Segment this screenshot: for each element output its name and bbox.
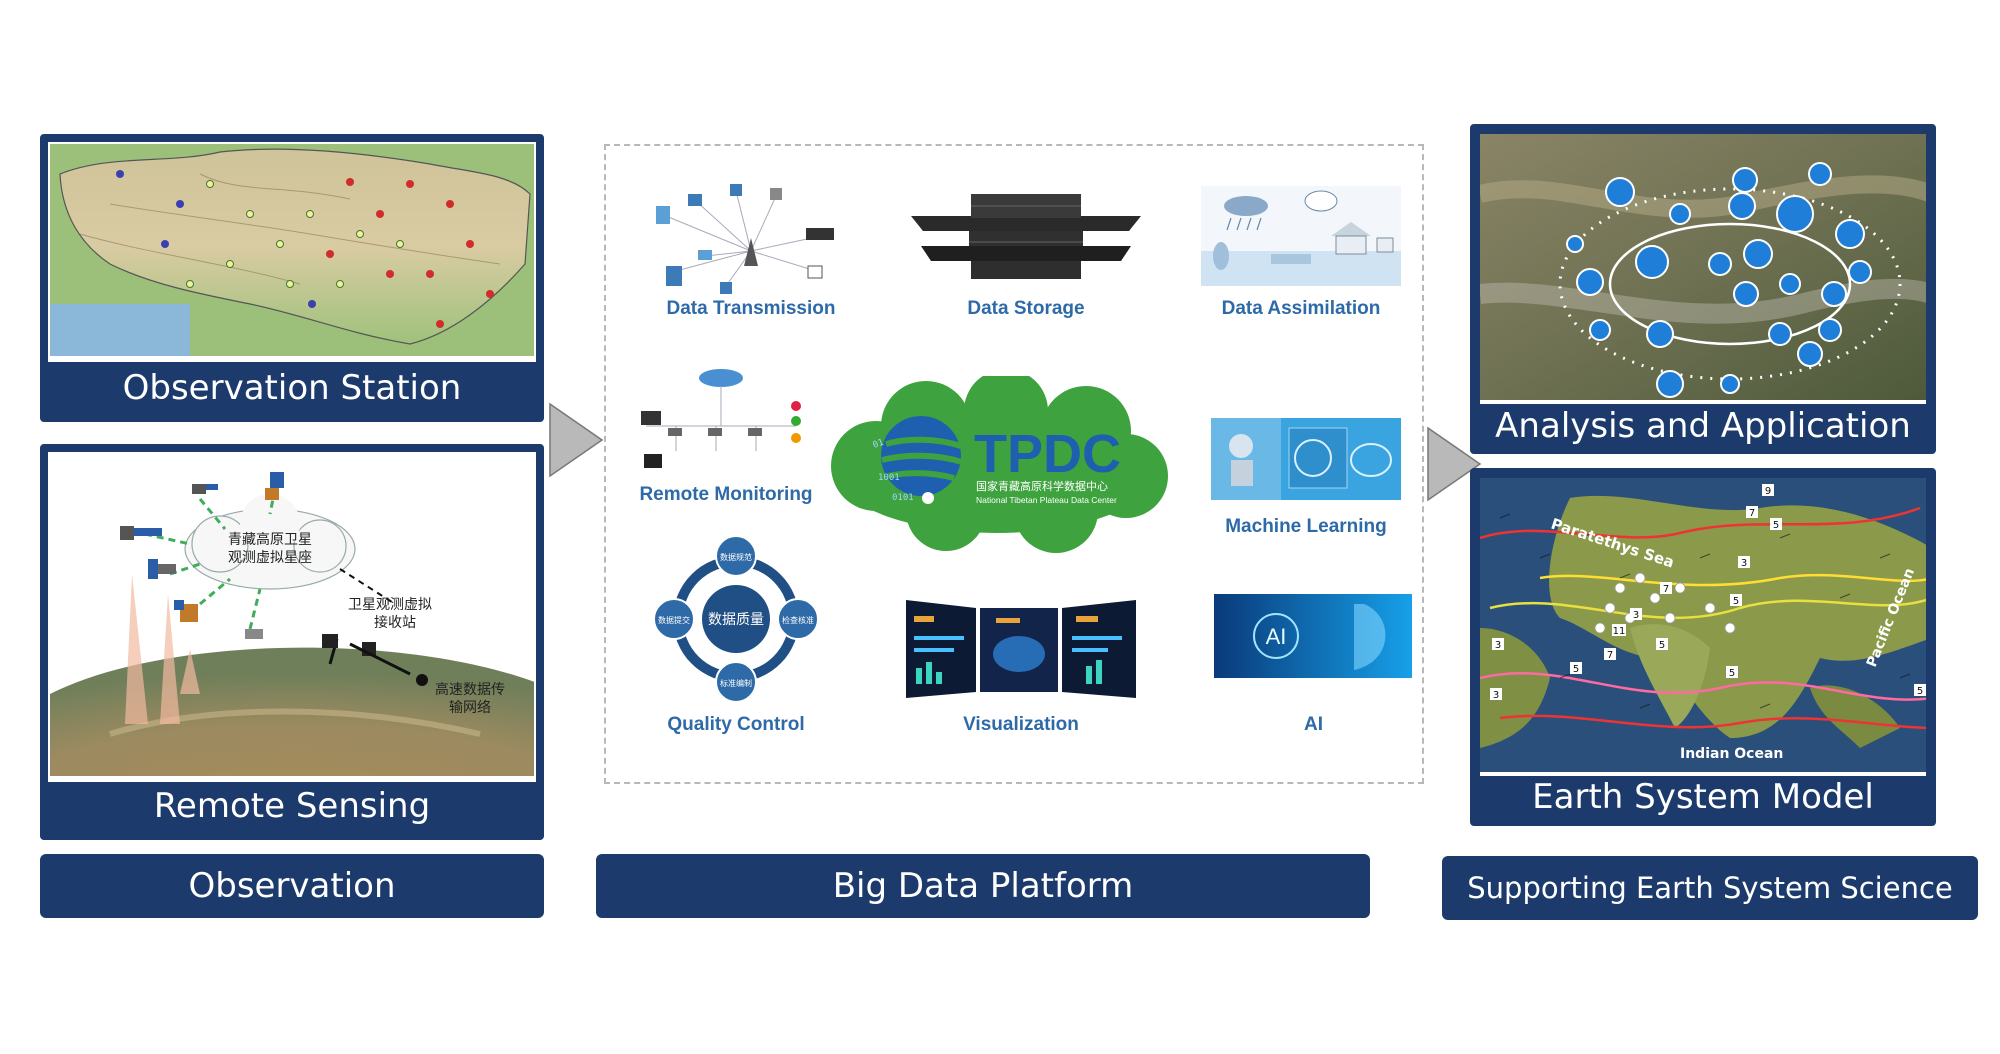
network-label-2: 输网络 [449, 700, 491, 716]
data-storage-image [901, 186, 1151, 286]
observation-section-label: Observation [40, 854, 544, 918]
cloud-label-2: 观测虚拟星座 [228, 550, 312, 566]
earth-system-science-section-label: Supporting Earth System Science [1442, 856, 1978, 920]
ground-station-icons [322, 634, 428, 686]
svg-text:5: 5 [1729, 668, 1735, 679]
analysis-network-map [1478, 132, 1928, 406]
data-transmission-label: Data Transmission [666, 298, 836, 319]
big-data-platform-panel: Data Transmission Data Storage Data Assi… [604, 144, 1424, 784]
visualization-label: Visualization [963, 714, 1079, 735]
constellation-cloud: 青藏高原卫星 观测虚拟星座 [184, 494, 356, 590]
data-storage-label: Data Storage [967, 298, 1085, 319]
station-dots [116, 170, 494, 328]
earth-system-model-card: Paratethys Sea Pacific Ocean Indian Ocea… [1470, 468, 1936, 826]
quality-cycle-center: 数据质量 [708, 612, 764, 628]
network-label-1: 高速数据传 [435, 681, 505, 698]
tpdc-logo-cloud: 01 1001 0101 TPDC 国家青藏高原科学数据中心 National … [816, 376, 1176, 556]
analysis-application-card: Analysis and Application [1470, 124, 1936, 454]
quality-node-2: 检查核准 [782, 615, 814, 625]
satellite-icons [120, 472, 284, 639]
quality-node-4: 数据提交 [658, 615, 690, 625]
data-transmission-image [636, 176, 866, 306]
observation-station-caption: Observation Station [122, 368, 462, 408]
remote-sensing-card: 青藏高原卫星 观测虚拟星座 [40, 444, 544, 840]
quality-control-image: 数据质量 数据规范 检查核准 标准编制 数据提交 [646, 534, 826, 704]
cloud-label-1: 青藏高原卫星 [228, 531, 312, 548]
svg-text:5: 5 [1573, 664, 1579, 675]
earth-system-model-caption: Earth System Model [1532, 777, 1874, 817]
quality-control-label: Quality Control [667, 714, 805, 735]
svg-text:3: 3 [1633, 610, 1639, 621]
contour-value-labels: 9 7 5 3 7 5 3 11 7 5 3 5 3 5 5 [1490, 484, 1926, 701]
ai-image: AI [1214, 594, 1412, 678]
tpdc-acronym: TPDC [974, 424, 1121, 484]
remote-monitoring-label: Remote Monitoring [639, 484, 813, 505]
label-indian-ocean: Indian Ocean [1680, 746, 1783, 762]
plateau-station-map [48, 142, 536, 362]
analysis-network-nodes [1566, 162, 1872, 398]
remote-monitoring-image [636, 366, 811, 476]
tpdc-binary-3: 0101 [892, 493, 914, 503]
quality-node-1: 数据规范 [720, 552, 752, 562]
observation-station-card: Observation Station [40, 134, 544, 422]
remote-sensing-illustration: 青藏高原卫星 观测虚拟星座 [48, 452, 536, 782]
svg-text:5: 5 [1659, 640, 1665, 651]
svg-text:3: 3 [1493, 690, 1499, 701]
station-label-2: 接收站 [374, 614, 416, 631]
quality-node-3: 标准编制 [720, 678, 752, 688]
svg-text:5: 5 [1773, 520, 1779, 531]
svg-text:11: 11 [1613, 626, 1626, 637]
visualization-image [906, 596, 1136, 702]
tpdc-name-cn: 国家青藏高原科学数据中心 [976, 479, 1108, 493]
machine-learning-label: Machine Learning [1225, 516, 1387, 537]
svg-text:3: 3 [1495, 640, 1501, 651]
svg-text:7: 7 [1607, 650, 1613, 661]
data-assimilation-image [1201, 186, 1401, 286]
svg-text:5: 5 [1733, 596, 1739, 607]
remote-sensing-caption: Remote Sensing [153, 786, 431, 826]
svg-text:9: 9 [1765, 486, 1771, 497]
tpdc-binary-1: 01 [872, 438, 886, 451]
arrow-observation-to-platform [549, 402, 604, 478]
station-label-1: 卫星观测虚拟 [348, 597, 432, 613]
svg-text:5: 5 [1917, 686, 1923, 697]
ai-image-text: AI [1266, 624, 1287, 649]
data-assimilation-label: Data Assimilation [1221, 298, 1381, 319]
ai-label: AI [1304, 714, 1323, 735]
machine-learning-image [1211, 418, 1401, 500]
tpdc-name-en: National Tibetan Plateau Data Center [976, 495, 1117, 505]
earth-system-model-map: Paratethys Sea Pacific Ocean Indian Ocea… [1478, 476, 1928, 778]
arrow-platform-to-science [1427, 426, 1482, 502]
big-data-platform-section-label: Big Data Platform [596, 854, 1370, 918]
svg-text:3: 3 [1741, 558, 1747, 569]
svg-text:7: 7 [1749, 508, 1755, 519]
analysis-application-caption: Analysis and Application [1495, 406, 1911, 446]
tpdc-binary-2: 1001 [878, 473, 900, 483]
svg-text:7: 7 [1663, 584, 1669, 595]
